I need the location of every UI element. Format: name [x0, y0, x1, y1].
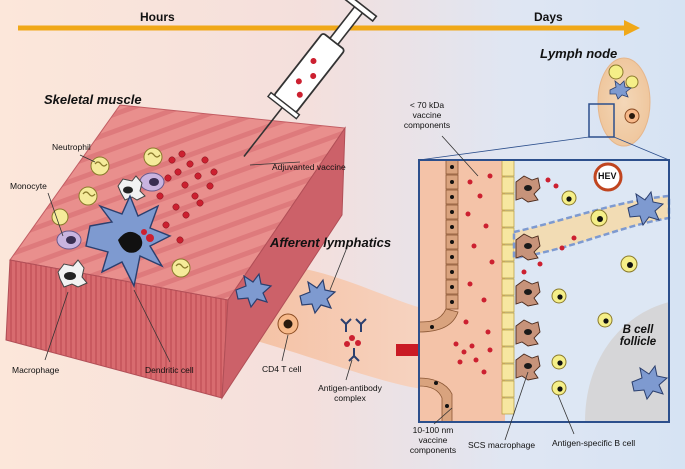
vaccine-particles-muscle: [156, 150, 218, 244]
hev-label: HEV: [598, 171, 617, 181]
lymph-node-icon: [418, 57, 670, 161]
antigen-antibody-label: Antigen-antibody complex: [310, 383, 390, 403]
b-cell-follicle-line1: B cell: [622, 324, 654, 336]
small-components-line3: components: [403, 120, 451, 130]
dendritic-cell-muscle: [85, 194, 172, 289]
neutrophil-label: Neutrophil: [52, 142, 91, 152]
lymph-node-detail: [418, 159, 671, 423]
macrophage-label: Macrophage: [12, 365, 60, 375]
b-cell-follicle-label: B cell follicle: [608, 324, 668, 348]
adjuvanted-vaccine-label: Adjuvanted vaccine: [272, 162, 346, 172]
small-components-label: < 70 kDa vaccine components: [392, 100, 462, 130]
timeline-arrow: [18, 20, 640, 36]
large-components-line3: components: [409, 445, 457, 455]
b-cell-follicle-line2: follicle: [619, 336, 657, 348]
dendritic-cells-lymphatic: [235, 272, 337, 315]
syringe: [243, 0, 378, 157]
large-components-line1: 10-100 nm: [412, 425, 454, 435]
neutrophil-cells: [51, 147, 191, 278]
leader-lines: [44, 135, 575, 441]
cd4-t-cell-label: CD4 T cell: [262, 364, 302, 374]
timeline-end-label: Days: [534, 10, 563, 24]
skeletal-muscle-label: Skeletal muscle: [44, 92, 142, 107]
afferent-lymphatics-label: Afferent lymphatics: [270, 235, 392, 250]
large-components-line2: vaccine: [418, 435, 448, 445]
antigen-antibody-label-line2: complex: [334, 393, 366, 403]
lymph-node-detail-frame: [418, 159, 670, 423]
antigen-specific-b-cell-label: Antigen-specific B cell: [552, 438, 636, 448]
macrophage-cells: [57, 175, 146, 288]
neutrophil-nuclei: [82, 152, 189, 269]
scs-macrophage-label: SCS macrophage: [468, 440, 536, 450]
antigen-antibody-complex: [340, 318, 367, 362]
cd4-t-cell: [277, 313, 299, 335]
antigen-antibody-label-line1: Antigen-antibody: [318, 383, 382, 393]
large-components-label: 10-100 nm vaccine components: [398, 425, 468, 455]
skeletal-muscle-block: [5, 104, 346, 400]
lymph-node-label: Lymph node: [540, 46, 618, 61]
timeline-start-label: Hours: [140, 10, 175, 24]
monocyte-label: Monocyte: [10, 181, 47, 191]
small-components-line1: < 70 kDa: [409, 100, 445, 110]
dendritic-cell-label: Dendritic cell: [145, 365, 194, 375]
small-components-line2: vaccine: [412, 110, 442, 120]
